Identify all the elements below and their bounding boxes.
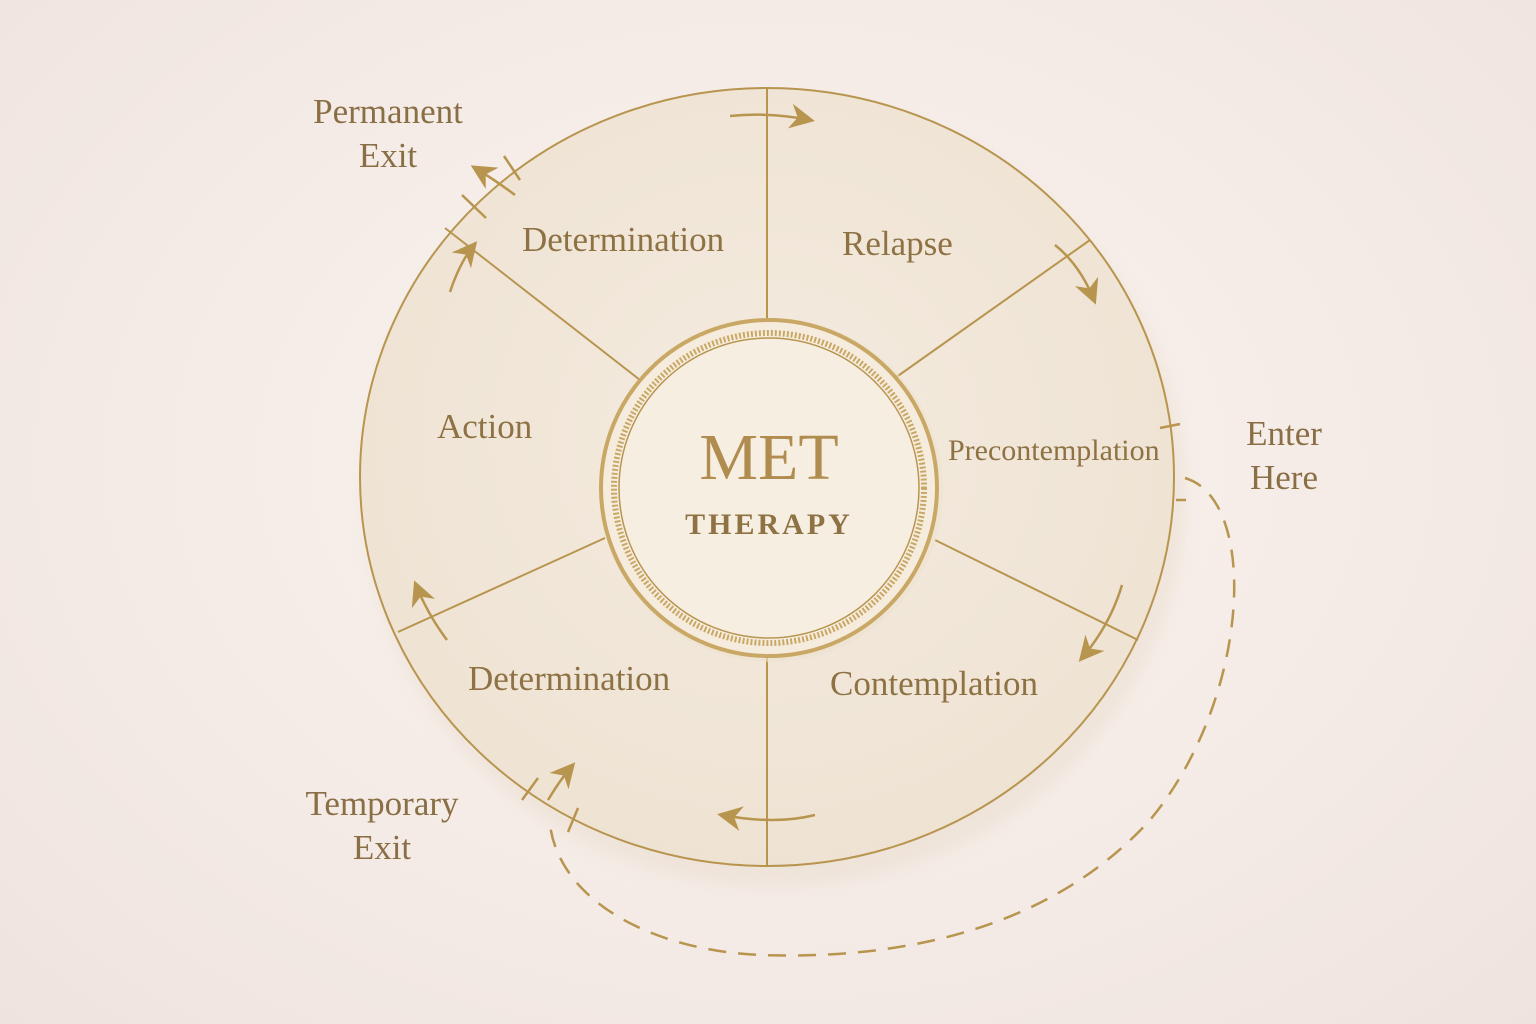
spokes bbox=[397, 88, 1139, 866]
segment-action: Action bbox=[437, 407, 533, 446]
center-subtitle: THERAPY bbox=[685, 508, 853, 541]
enter-here-label: Enter Here bbox=[1232, 412, 1336, 500]
temporary-exit-line1: Temporary bbox=[305, 784, 459, 823]
permanent-exit-line2: Exit bbox=[358, 135, 418, 175]
segment-determination-bottom: Determination bbox=[468, 659, 671, 698]
segment-precontemplation: Precontemplation bbox=[948, 434, 1160, 467]
permanent-exit-label: Permanent Exit bbox=[300, 90, 476, 178]
permanent-exit-line1: Permanent bbox=[313, 92, 463, 131]
temporary-exit-label: Temporary Exit bbox=[290, 782, 474, 870]
segment-determination-top: Determination bbox=[522, 220, 725, 259]
dashed-return-path bbox=[548, 476, 1236, 957]
enter-here-line2: Here bbox=[1249, 457, 1318, 497]
arrows bbox=[411, 103, 1236, 957]
segment-relapse: Relapse bbox=[842, 224, 953, 263]
temporary-exit-line2: Exit bbox=[352, 827, 412, 867]
center-title: MET bbox=[699, 421, 839, 494]
enter-here-line1: Enter bbox=[1246, 414, 1322, 453]
segment-contemplation: Contemplation bbox=[830, 664, 1039, 703]
